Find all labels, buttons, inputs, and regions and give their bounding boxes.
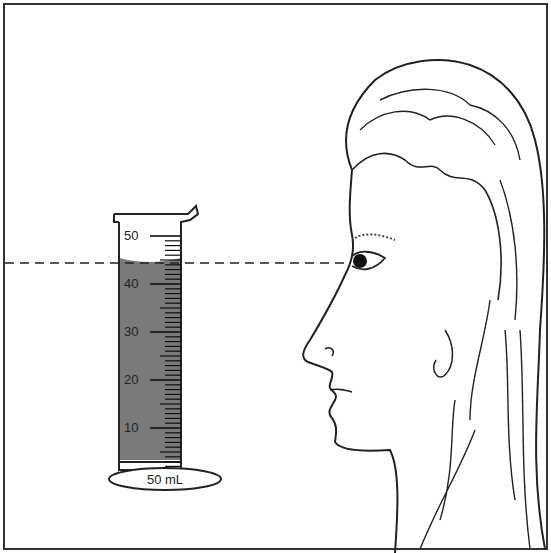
eye — [352, 252, 385, 270]
scale-tick — [165, 341, 181, 342]
scale-tick — [165, 384, 181, 385]
scale-tick — [165, 442, 181, 443]
scale-tick — [165, 447, 181, 448]
scale-tick — [150, 331, 181, 333]
scale-tick — [165, 432, 181, 433]
hair-outline — [346, 60, 545, 549]
cylinder-rim — [114, 214, 188, 222]
base-ellipse-shape — [109, 468, 221, 490]
scale-tick — [160, 307, 181, 308]
scale-tick — [165, 279, 181, 280]
scale-tick — [165, 255, 181, 256]
cylinder-base: 50 mL — [108, 467, 222, 491]
scale-tick — [165, 370, 181, 371]
scale-tick — [165, 456, 181, 457]
scale-tick — [165, 461, 181, 462]
frame — [4, 4, 547, 549]
scale-tick — [150, 427, 181, 429]
scale-tick — [165, 250, 181, 251]
scale-tick — [160, 355, 181, 356]
scale-tick — [165, 399, 181, 400]
scale-tick — [165, 327, 181, 328]
scale-tick — [165, 317, 181, 318]
hair-strands — [360, 89, 530, 549]
scale-tick — [165, 466, 181, 467]
scale-tick — [165, 322, 181, 323]
scale-tick — [165, 346, 181, 347]
scale-tick — [165, 394, 181, 395]
scale-tick — [165, 389, 181, 390]
scale-number: 30 — [124, 325, 138, 339]
hair-fringe — [352, 153, 501, 300]
scale-tick — [165, 288, 181, 289]
scale-tick — [165, 360, 181, 361]
scale-tick — [165, 293, 181, 294]
face-profile — [303, 170, 397, 553]
scale-tick — [165, 245, 181, 246]
scale-tick — [165, 423, 181, 424]
lips — [330, 389, 352, 392]
scale-tick — [160, 259, 181, 260]
ear — [434, 330, 453, 377]
scale-tick — [165, 312, 181, 313]
scale-tick — [160, 403, 181, 404]
scale-number: 40 — [124, 277, 138, 291]
scale-tick — [165, 437, 181, 438]
scale-tick — [165, 408, 181, 409]
scale-tick — [165, 351, 181, 352]
scale-tick — [165, 269, 181, 270]
liquid — [119, 258, 181, 460]
scale-number: 20 — [124, 373, 138, 387]
capacity-text-box: 50 mL — [108, 467, 222, 491]
scale-tick — [165, 418, 181, 419]
scale-ticks — [150, 236, 181, 471]
scale-tick — [150, 235, 181, 237]
scale-tick — [150, 283, 181, 285]
eyebrow — [355, 234, 395, 240]
scale-tick — [160, 451, 181, 452]
scale-tick — [165, 375, 181, 376]
scale-tick — [165, 298, 181, 299]
scale-tick — [165, 264, 181, 265]
capacity-label: 50 mL — [147, 472, 183, 487]
scale-tick — [165, 336, 181, 337]
scale-number: 10 — [124, 421, 138, 435]
sight-line — [5, 262, 344, 264]
nostril — [325, 348, 333, 356]
scale-tick — [165, 274, 181, 275]
pupil — [353, 254, 367, 268]
cylinder-wall — [114, 206, 198, 462]
scale-tick — [165, 365, 181, 366]
scale-number: 50 — [124, 229, 138, 243]
scale-tick — [165, 240, 181, 241]
scale-tick — [165, 303, 181, 304]
scale-tick — [150, 379, 181, 381]
scale-tick — [165, 413, 181, 414]
